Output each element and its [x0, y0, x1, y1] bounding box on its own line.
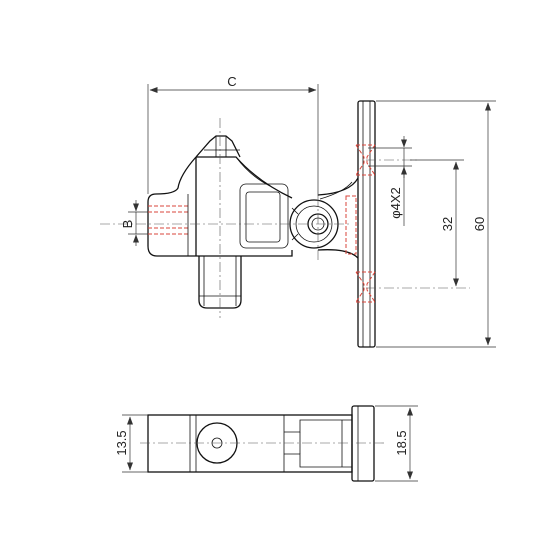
countersink-hole-top [355, 144, 376, 176]
top-view-slot [283, 414, 353, 473]
dimension-plate-height: 60 [376, 100, 496, 348]
dimension-body-width-label: 13.5 [114, 430, 129, 455]
dimension-hole-diameter: φ4X2 [368, 136, 412, 226]
dimension-b: B [120, 200, 148, 246]
dimension-c: C [147, 74, 319, 196]
countersink-hole-bottom [355, 271, 376, 303]
dimension-height-label: 60 [472, 217, 487, 231]
dimension-b-label: B [120, 220, 135, 229]
latch-body [195, 156, 293, 257]
dimension-hole-label: φ4X2 [388, 187, 403, 219]
top-view-body [147, 414, 353, 473]
mounting-plate [357, 100, 376, 348]
dimension-body-width: 13.5 [114, 414, 148, 473]
bracket-arm [317, 177, 359, 259]
dimension-hole-pitch: 32 [410, 159, 464, 287]
front-view [100, 100, 470, 348]
top-view-plate [351, 405, 375, 482]
dimension-pitch-label: 32 [440, 217, 455, 231]
top-knob [195, 135, 241, 158]
handle-grip [147, 156, 197, 257]
top-view [140, 405, 384, 482]
dimension-plate-width: 18.5 [375, 405, 418, 482]
dimension-plate-width-label: 18.5 [394, 430, 409, 455]
dimension-c-label: C [227, 74, 236, 89]
